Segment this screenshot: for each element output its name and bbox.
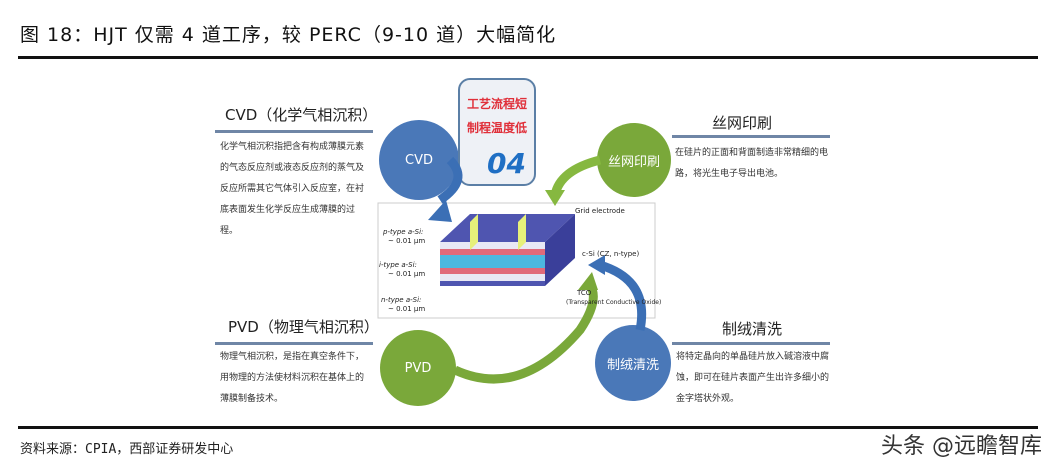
pvd-arrow [453, 282, 598, 384]
label-tco-full: (Transparent Conductive Oxide) [566, 299, 662, 306]
cvd-arrow [437, 156, 463, 204]
source-note: 资料来源：CPIA，西部证券研发中心 [20, 442, 234, 457]
cvd-circle: CVD [379, 120, 459, 200]
label-i: i-type a-Si: [379, 261, 417, 269]
badge-line1: 工艺流程短 [466, 97, 527, 111]
texture-circle: 制绒清洗 [595, 325, 671, 401]
pvd-heading: PVD（物理气相沉积） [228, 318, 379, 336]
label-i-thick: ~ 0.01 μm [388, 270, 426, 278]
pvd-circle: PVD [380, 330, 456, 406]
texture-text: 将特定晶向的单晶硅片放入碱溶液中腐蚀，即可在硅片表面产生出许多细小的金字塔状外观… [676, 352, 830, 404]
watermark: 头条 @远瞻智库 [881, 434, 1042, 459]
screen-circle: 丝网印刷 [597, 123, 671, 197]
badge-line2: 制程温度低 [466, 121, 527, 135]
label-csi: c-Si (CZ, n-type) [582, 250, 640, 258]
screen-text: 在硅片的正面和背面制造非常精细的电路，将光生电子导出电池。 [675, 148, 829, 179]
label-grid: Grid electrode [575, 207, 625, 215]
screen-arrow-head [545, 190, 565, 206]
label-n: n-type a-Si: [381, 296, 422, 304]
title-divider [18, 56, 1038, 59]
summary-badge: 工艺流程短 制程温度低 04 [458, 78, 536, 186]
label-p-thick: ~ 0.01 μm [388, 237, 426, 245]
label-tco: TCO [577, 289, 592, 297]
pvd-text: 物理气相沉积，是指在真空条件下，用物理的方法使材料沉积在基体上的薄膜制备技术。 [220, 352, 365, 404]
texture-bar [672, 342, 830, 345]
screen-bar [672, 135, 830, 138]
footer-divider [18, 426, 1038, 429]
cvd-text: 化学气相沉积指把含有构成薄膜元素的气态反应剂或液态反应剂的蒸气及反应所需其它气体… [220, 142, 365, 236]
cvd-heading: CVD（化学气相沉积） [225, 106, 378, 124]
cvd-bar [215, 130, 373, 133]
pvd-arrow-head [578, 272, 598, 290]
texture-arrow-head [588, 255, 605, 275]
texture-arrow [598, 260, 647, 331]
label-n-thick: ~ 0.01 μm [388, 305, 426, 313]
cvd-arrow-head [428, 200, 452, 222]
texture-heading: 制绒清洗 [722, 320, 783, 338]
badge-number: 04 [487, 147, 526, 180]
label-p: p-type a-Si: [383, 228, 424, 236]
cell-side [545, 214, 575, 286]
pvd-bar [215, 342, 373, 345]
screen-heading: 丝网印刷 [712, 114, 773, 132]
figure-title: 图 18：HJT 仅需 4 道工序，较 PERC（9-10 道）大幅简化 [20, 24, 557, 46]
screen-arrow [550, 155, 602, 197]
